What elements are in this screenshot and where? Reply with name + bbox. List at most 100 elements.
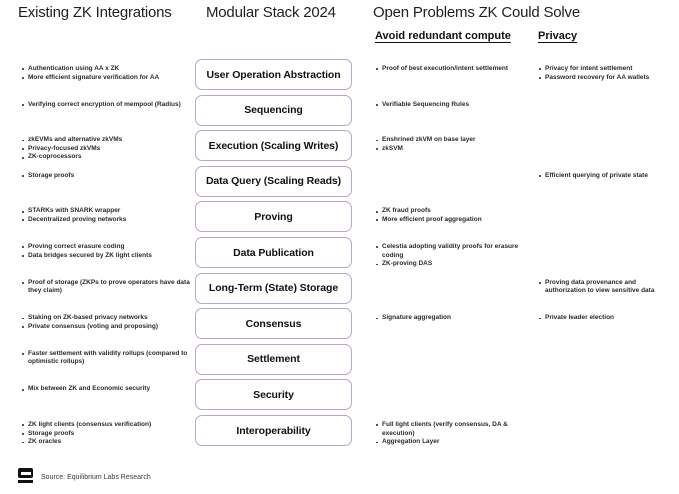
- stack-layer-data-query-scaling-reads[interactable]: Data Query (Scaling Reads): [195, 165, 352, 197]
- bullet-list: Proof of storage (ZKPs to prove operator…: [21, 279, 193, 296]
- existing-integrations-long-term-state-storage: Proof of storage (ZKPs to prove operator…: [21, 279, 193, 296]
- avoid-redundant-compute-user-operation-abstraction: Proof of best execution/intent settlemen…: [375, 65, 525, 74]
- list-item: Signature aggregation: [375, 314, 525, 323]
- avoid-redundant-compute-interoperability: Full light clients (verify consensus, DA…: [375, 421, 525, 447]
- privacy-consensus: Private leader election: [538, 314, 676, 323]
- list-item: More efficient signature verification fo…: [21, 74, 193, 83]
- list-item: Verifiable Sequencing Rules: [375, 101, 525, 110]
- stack-layer-user-operation-abstraction[interactable]: User Operation Abstraction: [195, 59, 352, 90]
- stack-layer-settlement[interactable]: Settlement: [195, 343, 352, 375]
- bullet-list: Verifying correct encryption of mempool …: [21, 101, 193, 110]
- list-item: Staking on ZK-based privacy networks: [21, 314, 193, 323]
- list-item: Storage proofs: [21, 430, 193, 439]
- bullet-list: Celestia adopting validity proofs for er…: [375, 243, 525, 269]
- logo-slot-shape: [20, 472, 31, 475]
- stack-layer-security[interactable]: Security: [195, 379, 352, 411]
- subheader-avoid-redundant-compute: Avoid redundant compute: [375, 30, 511, 42]
- list-item: Efficient querying of private state: [538, 172, 676, 181]
- avoid-redundant-compute-data-publication: Celestia adopting validity proofs for er…: [375, 243, 525, 269]
- source-attribution: Source: Equilibrium Labs Research: [41, 473, 151, 481]
- list-item: ZK oracles: [21, 438, 193, 447]
- list-item: Data bridges secured by ZK light clients: [21, 252, 193, 261]
- bullet-list: Full light clients (verify consensus, DA…: [375, 421, 525, 447]
- existing-integrations-interoperability: ZK light clients (consensus verification…: [21, 421, 193, 447]
- list-item: Proving data provenance and authorizatio…: [538, 279, 676, 296]
- stack-layer-data-publication[interactable]: Data Publication: [195, 237, 352, 268]
- list-item: Aggregation Layer: [375, 438, 525, 447]
- existing-integrations-settlement: Faster settlement with validity rollups …: [21, 350, 193, 367]
- list-item: ZK-proving DAS: [375, 260, 525, 269]
- avoid-redundant-compute-consensus: Signature aggregation: [375, 314, 525, 323]
- subheader-privacy: Privacy: [538, 30, 578, 42]
- list-item: Enshrined zkVM on base layer: [375, 136, 525, 145]
- list-item: Private leader election: [538, 314, 676, 323]
- bullet-list: Efficient querying of private state: [538, 172, 676, 181]
- existing-integrations-data-query-scaling-reads: Storage proofs: [21, 172, 193, 181]
- list-item: Proving correct erasure coding: [21, 243, 193, 252]
- stack-layer-proving[interactable]: Proving: [195, 201, 352, 233]
- privacy-data-query-scaling-reads: Efficient querying of private state: [538, 172, 676, 181]
- page-title-modular-stack: Modular Stack 2024: [206, 4, 336, 21]
- bullet-list: Proving data provenance and authorizatio…: [538, 279, 676, 296]
- bullet-list: Private leader election: [538, 314, 676, 323]
- bullet-list: Verifiable Sequencing Rules: [375, 101, 525, 110]
- existing-integrations-sequencing: Verifying correct encryption of mempool …: [21, 101, 193, 110]
- footer: Source: Equilibrium Labs Research: [18, 468, 151, 486]
- stack-layer-long-term-state-storage[interactable]: Long-Term (State) Storage: [195, 272, 352, 304]
- bullet-list: Proof of best execution/intent settlemen…: [375, 65, 525, 74]
- list-item: Proof of storage (ZKPs to prove operator…: [21, 279, 193, 296]
- list-item: Decentralized proving networks: [21, 216, 193, 225]
- stack-layer-consensus[interactable]: Consensus: [195, 308, 352, 340]
- list-item: Privacy for intent settlement: [538, 65, 676, 74]
- bullet-list: Faster settlement with validity rollups …: [21, 350, 193, 367]
- list-item: Privacy-focused zkVMs: [21, 145, 193, 154]
- list-item: Storage proofs: [21, 172, 193, 181]
- equilibrium-logo-icon: [18, 468, 33, 486]
- page-title-open-problems: Open Problems ZK Could Solve: [373, 4, 581, 21]
- avoid-redundant-compute-sequencing: Verifiable Sequencing Rules: [375, 101, 525, 110]
- stack-layer-interoperability[interactable]: Interoperability: [195, 415, 352, 446]
- list-item: More efficient proof aggregation: [375, 216, 525, 225]
- list-item: Faster settlement with validity rollups …: [21, 350, 193, 367]
- list-item: Full light clients (verify consensus, DA…: [375, 421, 525, 438]
- list-item: zkSVM: [375, 145, 525, 154]
- list-item: Authentication using AA x ZK: [21, 65, 193, 74]
- logo-underline-shape: [18, 480, 33, 483]
- bullet-list: Storage proofs: [21, 172, 193, 181]
- list-item: Mix between ZK and Economic security: [21, 385, 193, 394]
- list-item: Proof of best execution/intent settlemen…: [375, 65, 525, 74]
- page-title-existing-zk-integrations: Existing ZK Integrations: [18, 4, 172, 21]
- bullet-list: Mix between ZK and Economic security: [21, 385, 193, 394]
- privacy-long-term-state-storage: Proving data provenance and authorizatio…: [538, 279, 676, 296]
- list-item: ZK light clients (consensus verification…: [21, 421, 193, 430]
- existing-integrations-security: Mix between ZK and Economic security: [21, 385, 193, 394]
- list-item: Celestia adopting validity proofs for er…: [375, 243, 525, 260]
- stack-layer-execution-scaling-writes[interactable]: Execution (Scaling Writes): [195, 130, 352, 162]
- list-item: Verifying correct encryption of mempool …: [21, 101, 193, 110]
- bullet-list: ZK light clients (consensus verification…: [21, 421, 193, 447]
- list-item: zkEVMs and alternative zkVMs: [21, 136, 193, 145]
- list-item: STARKs with SNARK wrapper: [21, 207, 193, 216]
- list-item: ZK fraud proofs: [375, 207, 525, 216]
- stack-layer-sequencing[interactable]: Sequencing: [195, 94, 352, 126]
- list-item: Private consensus (voting and proposing): [21, 323, 193, 332]
- list-item: ZK-coprocessors: [21, 153, 193, 162]
- list-item: Password recovery for AA wallets: [538, 74, 676, 83]
- bullet-list: Signature aggregation: [375, 314, 525, 323]
